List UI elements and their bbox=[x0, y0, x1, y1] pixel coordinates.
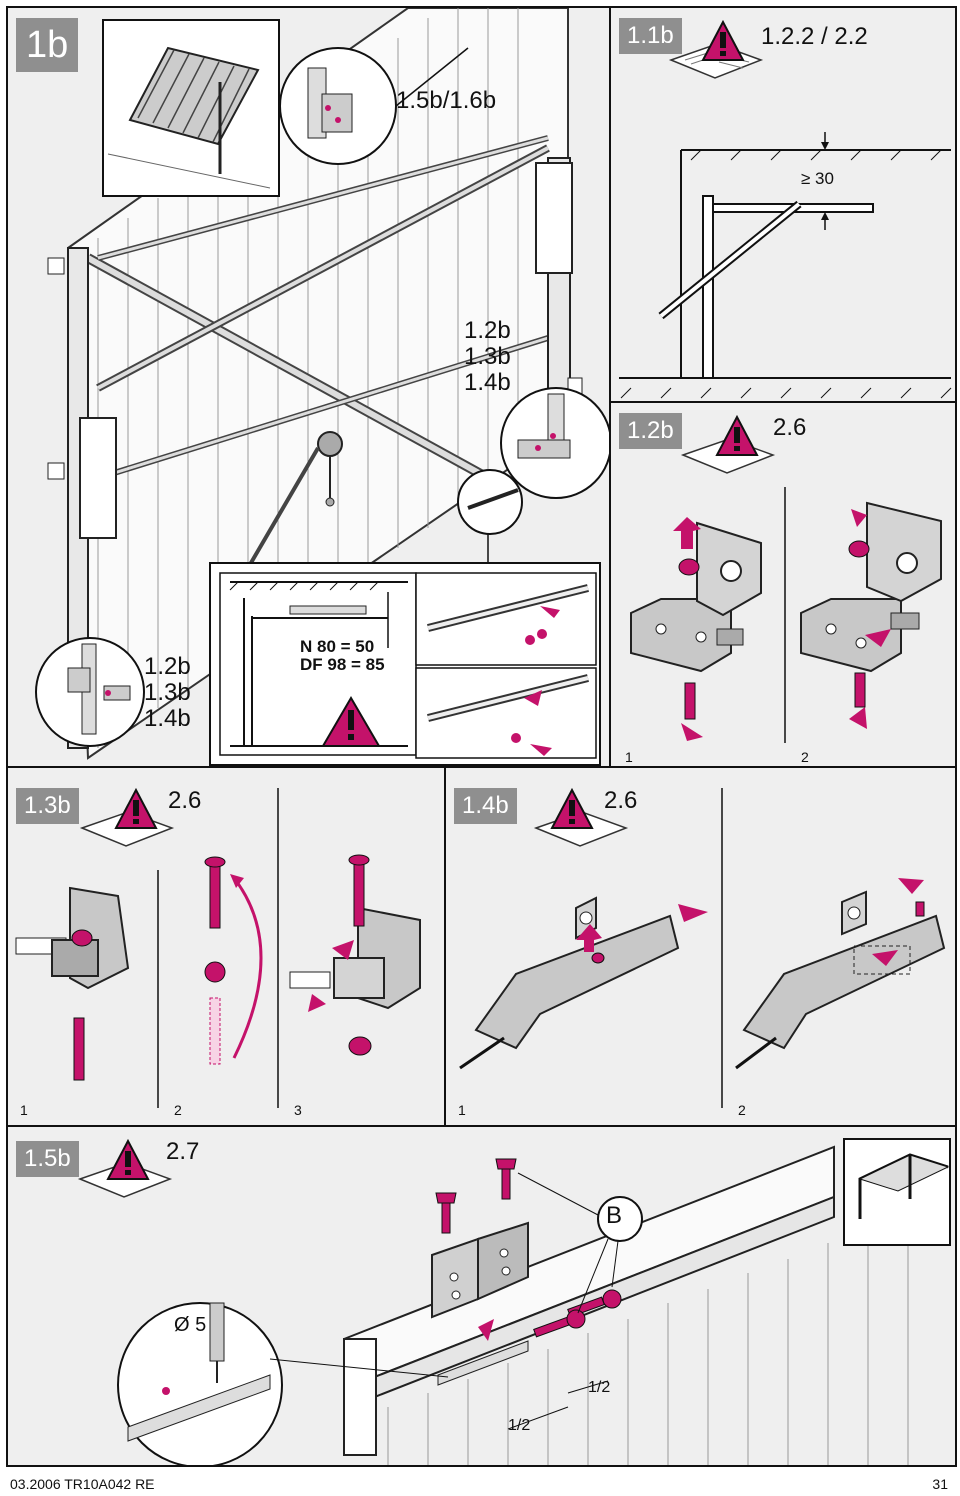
panel-1b: 1b bbox=[6, 6, 611, 768]
panel-1-5b-tag: 1.5b bbox=[16, 1141, 79, 1177]
lock-plate-icon bbox=[735, 890, 946, 1070]
warning-manual-icon bbox=[77, 1138, 173, 1198]
hinge-callout-top bbox=[279, 47, 469, 165]
panel-1-3b-tag: 1.3b bbox=[16, 788, 79, 824]
bolt-icon bbox=[209, 861, 221, 929]
panel-1-3b-ref: 2.6 bbox=[168, 787, 202, 814]
garage-door-illustration bbox=[35, 8, 609, 766]
footer-doc-id: 03.2006 TR10A042 RE bbox=[10, 1476, 155, 1492]
drill-diameter: Ø 5 bbox=[174, 1314, 207, 1336]
door-handle-icon bbox=[246, 431, 343, 570]
panel-1-5b: 1.5b bbox=[6, 1125, 957, 1467]
door-thumbnail-icon bbox=[102, 19, 280, 197]
half-dimension-b: 1/2 bbox=[508, 1417, 531, 1434]
warning-icon bbox=[321, 696, 381, 747]
hinge-bracket-icon bbox=[800, 501, 942, 673]
warning-manual-icon bbox=[680, 414, 776, 474]
panel-1-3b: 1.3b 2.6 bbox=[6, 766, 446, 1127]
panel-1-1b-tag: 1.1b bbox=[619, 18, 682, 54]
warning-manual-icon bbox=[533, 787, 629, 847]
panel-1-2b-tag: 1.2b bbox=[619, 413, 682, 449]
drill-detail bbox=[117, 1302, 449, 1465]
level-detail-box bbox=[209, 562, 601, 766]
bolt-icon bbox=[684, 682, 696, 720]
step-2: 2 bbox=[174, 1102, 182, 1118]
arrow-icon bbox=[673, 517, 701, 549]
level-note: N 80 = 50 DF 98 = 85 bbox=[300, 637, 385, 675]
hinge-callout-left bbox=[35, 637, 145, 747]
panel-1-2b: 1.2b 2.6 bbox=[609, 401, 957, 768]
step-3: 3 bbox=[294, 1102, 302, 1118]
drill-icon bbox=[209, 1302, 225, 1362]
callout-left-label: 1.2b 1.3b 1.4b bbox=[144, 653, 191, 732]
panel-1-4b-tag: 1.4b bbox=[454, 788, 517, 824]
panel-1-2b-ref: 2.6 bbox=[773, 414, 807, 441]
callout-right-label: 1.2b 1.3b 1.4b bbox=[464, 317, 511, 396]
corner-frame-diagram bbox=[619, 132, 952, 399]
lock-plate-icon bbox=[459, 896, 680, 1070]
panel-1-1b-ref: 1.2.2 / 2.2 bbox=[761, 23, 868, 50]
marker-b: B bbox=[606, 1202, 623, 1229]
warning-manual-icon bbox=[79, 787, 175, 847]
step-1: 1 bbox=[458, 1102, 466, 1118]
hinge-bracket-icon bbox=[630, 521, 762, 673]
step-2: 2 bbox=[801, 749, 809, 765]
panel-1-4b: 1.4b 2.6 1 2 bbox=[444, 766, 957, 1127]
half-dimension-a: 1/2 bbox=[588, 1379, 611, 1396]
callout-top-label: 1.5b/1.6b bbox=[396, 87, 497, 114]
hinge-bracket-icon bbox=[289, 906, 421, 1010]
panel-1b-tag: 1b bbox=[16, 18, 79, 72]
clearance-label: ≥ 30 bbox=[801, 169, 834, 188]
panel-1-4b-ref: 2.6 bbox=[604, 787, 638, 814]
hinge-bracket-icon bbox=[431, 1221, 529, 1386]
spirit-level-icon bbox=[289, 605, 367, 615]
hinge-bracket-icon bbox=[15, 886, 130, 990]
step-1: 1 bbox=[20, 1102, 28, 1118]
panel-1-1b: 1.1b bbox=[609, 6, 957, 403]
hinge-callout-right bbox=[500, 387, 609, 499]
step-1: 1 bbox=[625, 749, 633, 765]
step-2: 2 bbox=[738, 1102, 746, 1118]
corner-frame-icon bbox=[843, 1138, 951, 1246]
warning-manual-icon bbox=[668, 19, 764, 79]
footer-page-number: 31 bbox=[932, 1476, 948, 1492]
panel-1-5b-ref: 2.7 bbox=[166, 1138, 200, 1165]
